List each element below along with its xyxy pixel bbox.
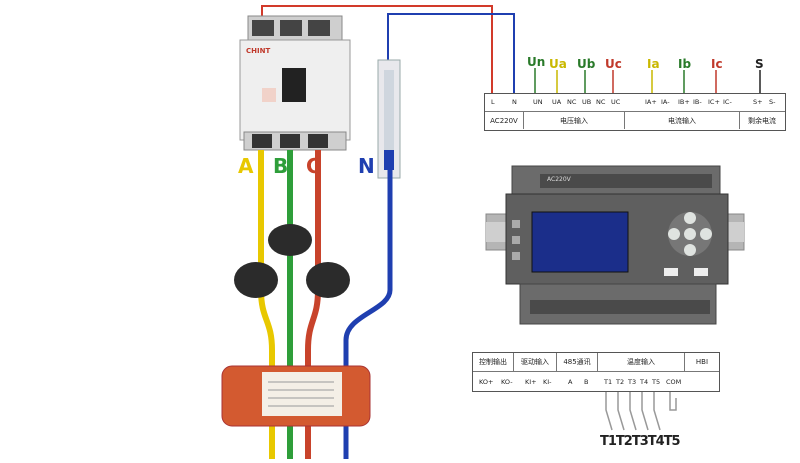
group-control-output: 控制输出 — [473, 353, 514, 371]
pin-t2: T2 — [616, 378, 625, 386]
pin-nc-1: NC — [567, 98, 577, 106]
group-hbi: HBI — [695, 358, 709, 366]
group-voltage-input: 电压输入 — [524, 112, 625, 129]
bottom-pin-row: KO+ KO- KI+ KI- A B T1 T2 T3 T4 T5 COM — [473, 373, 719, 389]
circuit-breaker — [239, 15, 351, 151]
pin-b: B — [584, 378, 589, 386]
pin-ia-plus: IA+ — [645, 98, 657, 106]
pin-ki-plus: KI+ — [525, 378, 537, 386]
pin-s-plus: S+ — [753, 98, 763, 106]
top-terminal-divider — [485, 111, 785, 112]
residual-current-sensor — [221, 365, 371, 427]
bottom-terminal-divider — [473, 371, 719, 372]
phase-b-label: B — [273, 154, 289, 178]
neutral-bus — [377, 59, 401, 179]
pin-ko-minus: KO- — [501, 378, 513, 386]
temperature-sensor-wires — [605, 392, 677, 431]
header-ub: Ub — [577, 57, 596, 71]
top-terminal-block: L N UN UA NC UB NC UC IA+ IA- IB+ IB- IC… — [484, 93, 786, 131]
header-ua: Ua — [549, 57, 567, 71]
pin-t5: T5 — [652, 378, 661, 386]
bottom-group-row: 控制输出 驱动输入 485通讯 温度输入 HBI — [473, 353, 719, 371]
pin-ki-minus: KI- — [543, 378, 552, 386]
pin-ic-minus: IC- — [723, 98, 732, 106]
supply-wires — [261, 5, 515, 93]
phase-c-label: C — [306, 154, 321, 178]
pin-n: N — [512, 98, 517, 106]
neutral-label: N — [358, 154, 375, 178]
phase-a-label: A — [238, 154, 254, 178]
power-monitor-device — [505, 165, 729, 325]
header-uc: Uc — [605, 57, 622, 71]
group-ac220v: AC220V — [485, 112, 524, 129]
top-pin-row: L N UN UA NC UB NC UC IA+ IA- IB+ IB- IC… — [485, 94, 785, 111]
pin-ko-plus: KO+ — [479, 378, 494, 386]
pin-ua: UA — [552, 98, 562, 106]
terminal-wire-drops — [534, 68, 761, 93]
breaker-brand-label: CHINT — [246, 47, 271, 55]
pin-nc-2: NC — [596, 98, 606, 106]
device-nav-keypad[interactable] — [668, 212, 712, 256]
pin-ib-plus: IB+ — [678, 98, 690, 106]
header-s: S — [755, 57, 764, 71]
pin-ia-minus: IA- — [661, 98, 670, 106]
pin-l: L — [491, 98, 495, 106]
top-group-row: AC220V 电压输入 电流输入 剩余电流 — [485, 112, 785, 129]
group-current-input: 电流输入 — [625, 112, 740, 129]
sensor-labels: T1T2T3T4T5 — [600, 434, 681, 449]
device-lcd-screen — [532, 212, 628, 272]
group-temperature-input: 温度输入 — [598, 353, 685, 371]
device-header-label: AC220V — [547, 176, 571, 183]
device-left-button[interactable] — [664, 268, 678, 276]
group-residual-current: 剩余电流 — [748, 116, 776, 125]
pin-com: COM — [666, 378, 682, 386]
device-right-button[interactable] — [694, 268, 708, 276]
header-ic: Ic — [711, 57, 723, 71]
group-rs485: 485通讯 — [557, 353, 598, 371]
bottom-terminal-block: 控制输出 驱动输入 485通讯 温度输入 HBI KO+ KO- KI+ KI-… — [472, 352, 720, 392]
pin-t3: T3 — [628, 378, 637, 386]
pin-a: A — [568, 378, 573, 386]
pin-t4: T4 — [640, 378, 649, 386]
pin-un: UN — [533, 98, 543, 106]
pin-ub: UB — [582, 98, 592, 106]
pin-ib-minus: IB- — [693, 98, 702, 106]
pin-s-minus: S- — [769, 98, 776, 106]
header-ia: Ia — [647, 57, 660, 71]
pin-t1: T1 — [604, 378, 613, 386]
header-un: Un — [527, 55, 546, 69]
group-drive-input: 驱动输入 — [514, 353, 557, 371]
header-ib: Ib — [678, 57, 692, 71]
pin-ic-plus: IC+ — [708, 98, 720, 106]
pin-uc: UC — [611, 98, 621, 106]
current-transformers — [234, 224, 350, 298]
